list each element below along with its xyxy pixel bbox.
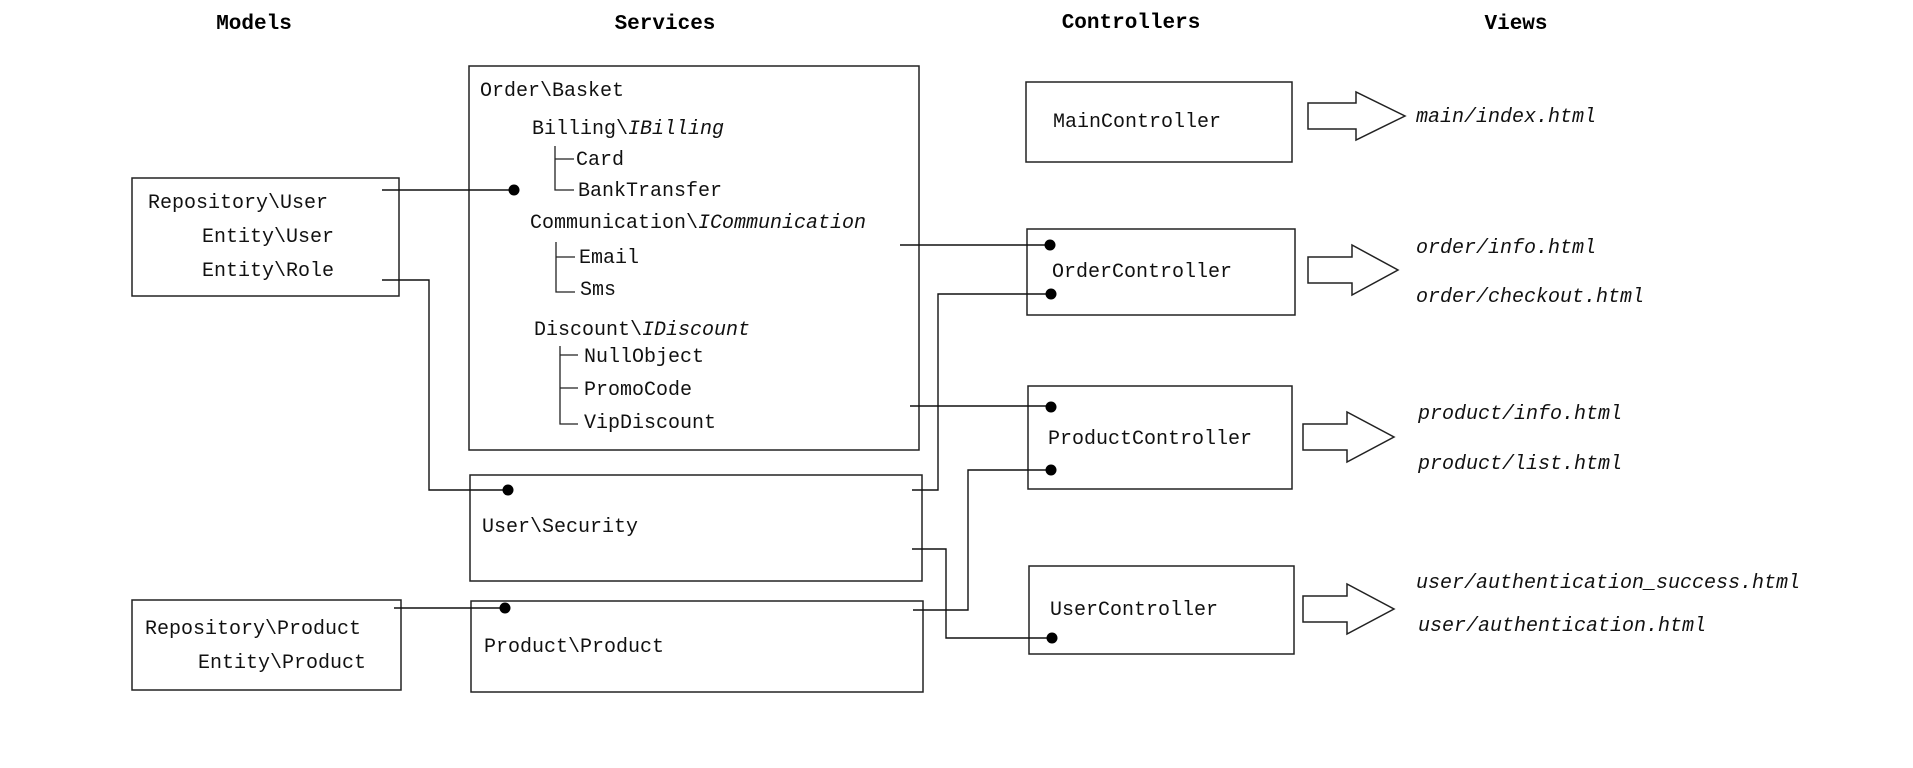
service-discount-vipdiscount: VipDiscount <box>584 412 716 435</box>
controller-product-box: ProductController <box>1027 385 1293 490</box>
view-main-index: main/index.html <box>1416 106 1596 129</box>
model-product-box: Repository\Product Entity\Product <box>131 599 402 691</box>
discount-tree-lines <box>559 346 578 425</box>
service-product-product: Product\Product <box>484 636 664 659</box>
service-billing-banktransfer: BankTransfer <box>578 180 722 203</box>
controller-product: ProductController <box>1048 428 1252 451</box>
service-discount-group: Discount\IDiscount <box>534 319 750 342</box>
service-billing-group: Billing\IBilling <box>532 118 724 141</box>
header-views: Views <box>1484 13 1547 36</box>
model-entity-user: Entity\User <box>202 226 334 249</box>
service-billing-card: Card <box>576 149 624 172</box>
wire-end-dot <box>508 184 520 196</box>
model-user-box: Repository\User Entity\User Entity\Role <box>131 177 400 297</box>
controller-main-box: MainController <box>1025 81 1293 163</box>
wire-end-dot <box>1046 632 1058 644</box>
model-entity-role: Entity\Role <box>202 260 334 283</box>
wire-security-to-order <box>912 293 1051 491</box>
communication-tree-lines <box>555 242 575 293</box>
wire-end-dot <box>1045 464 1057 476</box>
arrow-right-icon <box>1302 582 1396 636</box>
arrow-right-icon <box>1307 243 1400 297</box>
service-communication-email: Email <box>579 247 639 270</box>
wire-product-to-productcontroller <box>913 469 1051 611</box>
wire-security-to-usercontroller <box>912 548 1052 639</box>
connection-wires <box>382 184 1058 644</box>
view-order-checkout: order/checkout.html <box>1416 286 1644 309</box>
service-communication-group: Communication\ICommunication <box>530 212 866 235</box>
wire-end-dot <box>1044 239 1056 251</box>
service-user-security: User\Security <box>482 516 638 539</box>
header-models: Models <box>216 13 292 36</box>
controller-order-box: OrderController <box>1026 228 1296 316</box>
arrow-right-icon <box>1307 90 1407 142</box>
service-product-box: Product\Product <box>470 600 924 693</box>
controller-user: UserController <box>1050 599 1218 622</box>
service-order-basket-title: Order\Basket <box>480 80 624 103</box>
controller-main: MainController <box>1053 111 1221 134</box>
view-product-list: product/list.html <box>1417 453 1622 476</box>
header-controllers: Controllers <box>1062 12 1201 35</box>
model-repository-product: Repository\Product <box>145 618 361 641</box>
view-product-info: product/info.html <box>1417 403 1622 426</box>
view-order-info: order/info.html <box>1416 237 1596 260</box>
header-services: Services <box>615 13 716 36</box>
service-communication-sms: Sms <box>580 279 616 302</box>
wire-end-dot <box>499 602 511 614</box>
service-discount-nullobject: NullObject <box>584 346 704 369</box>
wire-role-to-security <box>382 279 508 491</box>
service-user-security-box: User\Security <box>469 474 923 582</box>
wire-end-dot <box>502 484 514 496</box>
arrow-right-icon <box>1302 410 1396 464</box>
controller-order: OrderController <box>1052 261 1232 284</box>
view-user-auth: user/authentication.html <box>1418 615 1706 638</box>
model-entity-product: Entity\Product <box>198 652 366 675</box>
controller-user-box: UserController <box>1028 565 1295 655</box>
wire-end-dot <box>1045 401 1057 413</box>
view-user-auth-success: user/authentication_success.html <box>1416 572 1800 595</box>
service-order-basket-box: Order\Basket Billing\IBilling Card BankT… <box>468 65 920 451</box>
model-repository-user: Repository\User <box>148 192 328 215</box>
wire-end-dot <box>1045 288 1057 300</box>
billing-tree-lines <box>554 146 574 191</box>
service-discount-promocode: PromoCode <box>584 379 692 402</box>
